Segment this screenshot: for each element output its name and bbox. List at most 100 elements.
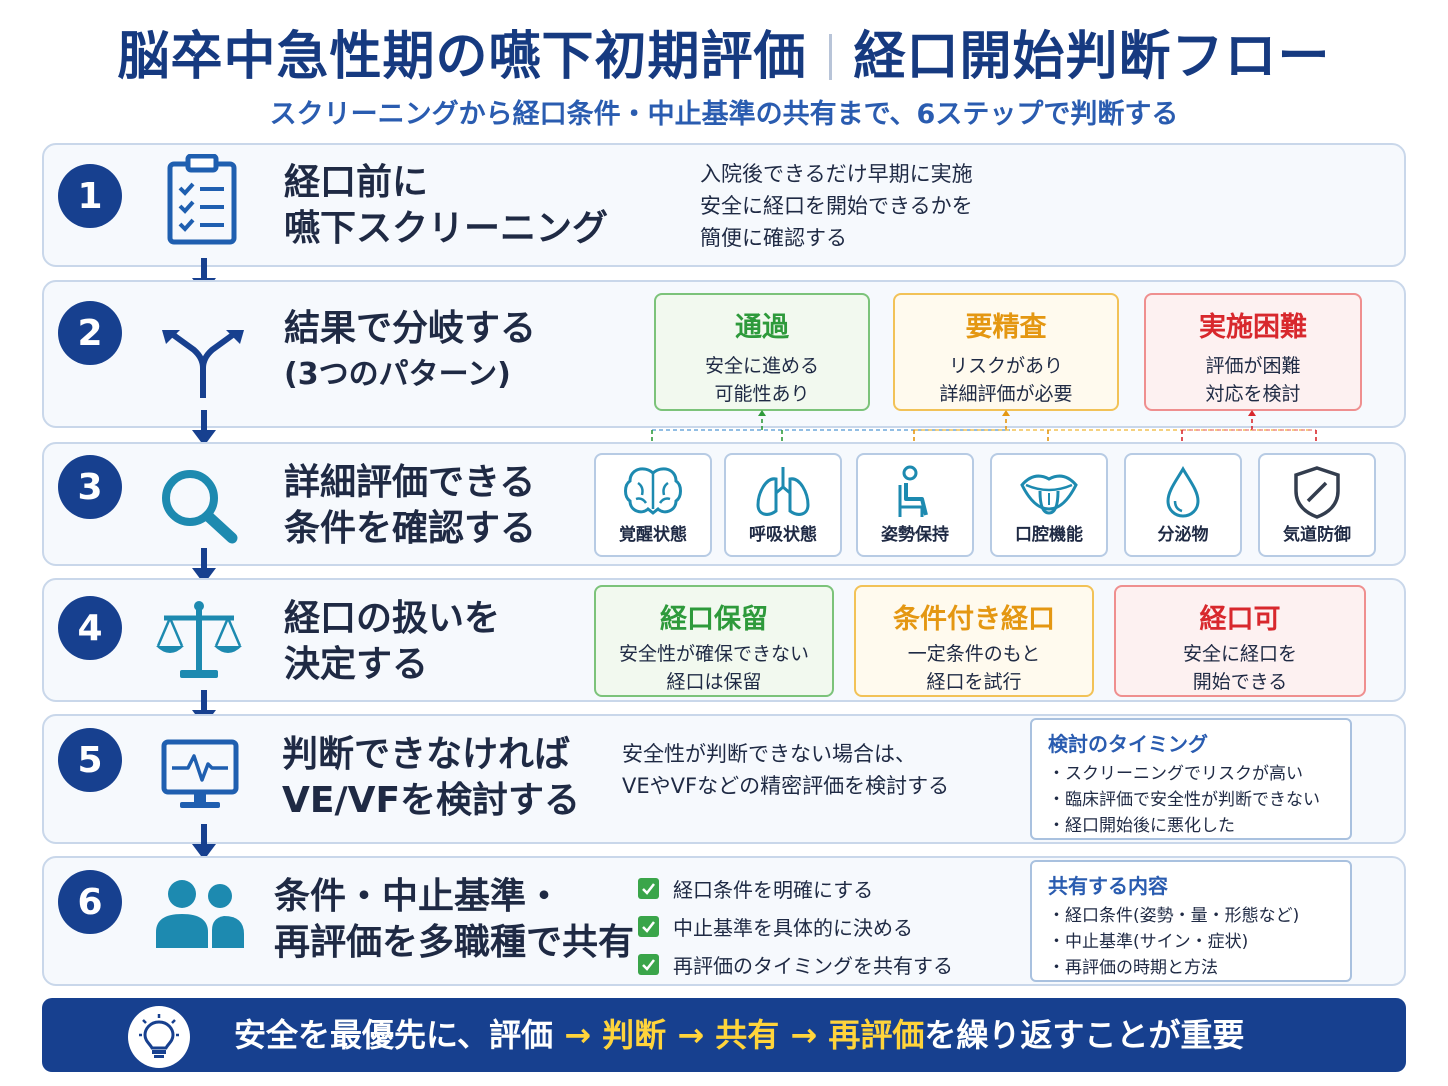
summary-flow-reevaluate: 再評価 (828, 1016, 925, 1054)
step-3-title-line-2: 条件を確認する (284, 508, 537, 549)
outcome-review-desc: リスクがあり 詳細評価が必要 (895, 352, 1117, 408)
step-2-number: 2 (58, 301, 122, 365)
decision-allowed-line-1: 安全に経口を (1182, 643, 1297, 665)
monitor-pulse-icon (160, 738, 240, 816)
flow-arrow-3-4 (192, 548, 216, 584)
step-5-desc-line-2: VEやVFなどの精密評価を検討する (622, 774, 950, 798)
step-1-desc-line-1: 入院後できるだけ早期に実施 (700, 162, 973, 186)
condition-breathing: 呼吸状態 (724, 453, 842, 557)
checklist-item-3-label: 再評価のタイミングを共有する (673, 954, 953, 978)
condition-alertness-label: 覚醒状態 (619, 525, 687, 545)
checklist-item-1: 経口条件を明確にする (638, 874, 873, 903)
condition-secretions-label: 分泌物 (1157, 525, 1209, 545)
droplet-icon (1166, 466, 1200, 518)
step-2-title-line-2: (3つのパターン) (284, 357, 511, 392)
outcome-difficult-line-1: 評価が困難 (1205, 355, 1301, 377)
outcome-pass-line-1: 安全に進める (704, 355, 819, 377)
condition-oral-function: 口腔機能 (990, 453, 1108, 557)
step-6-title-line-2: 再評価を多職種で共有 (274, 922, 635, 963)
decision-allowed-title: 経口可 (1199, 604, 1281, 635)
summary-flow-share: 共有 (715, 1016, 780, 1054)
flow-arrow-2-3 (192, 410, 216, 446)
step-6-number: 6 (58, 870, 122, 934)
checklist-item-3: 再評価のタイミングを共有する (638, 950, 953, 979)
step-3-title: 詳細評価できる 条件を確認する (284, 460, 536, 552)
flow-arrow-5-6 (192, 824, 216, 860)
seated-person-icon (898, 465, 928, 517)
step-5-title-line-1: 判断できなければ (282, 734, 571, 775)
condition-posture: 姿勢保持 (856, 453, 974, 557)
step-6-title: 条件・中止基準・ 再評価を多職種で共有 (274, 874, 634, 966)
checklist-item-2-label: 中止基準を具体的に決める (673, 916, 913, 940)
summary-banner: 安全を最優先に、評価 → 判断 → 共有 → 再評価を繰り返すことが重要 (42, 998, 1406, 1072)
decision-allowed-desc: 安全に経口を 開始できる (1116, 640, 1364, 696)
brain-icon (624, 467, 682, 515)
step-1-desc-line-3: 簡便に確認する (700, 226, 847, 250)
step-1-panel (42, 143, 1406, 267)
decision-card-allowed: 経口可 安全に経口を 開始できる (1114, 585, 1366, 697)
summary-suffix: を繰り返すことが重要 (924, 1016, 1245, 1054)
shared-content-info-box: 共有する内容 ・経口条件(姿勢・量・形態など) ・中止基準(サイン・症状) ・再… (1030, 860, 1352, 982)
step-5-number: 5 (58, 728, 122, 792)
lightbulb-icon (128, 1006, 190, 1068)
condition-secretions: 分泌物 (1124, 453, 1242, 557)
team-people-icon (154, 876, 246, 954)
decision-conditional-line-2: 経口を試行 (926, 671, 1022, 693)
timing-item-1: ・スクリーニングでリスクが高い (1048, 764, 1303, 784)
step-4-title-line-1: 経口の扱いを (284, 598, 501, 639)
step-1-desc-line-2: 安全に経口を開始できるかを (700, 194, 973, 218)
step-6-title-line-1: 条件・中止基準・ (274, 876, 563, 917)
balance-scale-icon (154, 598, 244, 686)
outcome-difficult-line-2: 対応を検討 (1205, 383, 1301, 405)
step-1-title-line-1: 経口前に (284, 162, 429, 203)
step-3-title-line-1: 詳細評価できる (284, 462, 536, 503)
decision-card-conditional: 条件付き経口 一定条件のもと 経口を試行 (854, 585, 1094, 697)
step-5-title-line-2: VE/VFを検討する (282, 780, 581, 821)
lungs-icon (756, 467, 810, 516)
condition-airway-protection: 気道防御 (1258, 453, 1376, 557)
step-5-title: 判断できなければ VE/VFを検討する (282, 732, 580, 824)
step-3-number: 3 (58, 455, 122, 519)
timing-item-2: ・臨床評価で安全性が判断できない (1048, 790, 1320, 810)
shared-content-item-1: ・経口条件(姿勢・量・形態など) (1048, 906, 1300, 926)
checkbox-checked-icon (638, 916, 659, 937)
shared-content-heading: 共有する内容 (1048, 874, 1168, 898)
clipboard-checklist-icon (166, 153, 238, 250)
summary-arrow-3: → (790, 1016, 818, 1054)
outcome-card-pass: 通過 安全に進める 可能性あり (654, 293, 870, 411)
step-5-desc-line-1: 安全性が判断できない場合は、 (622, 742, 916, 766)
shield-icon (1294, 466, 1340, 519)
outcome-review-title: 要精査 (965, 312, 1047, 343)
summary-arrow-1: → (564, 1016, 592, 1054)
condition-oral-function-label: 口腔機能 (1015, 525, 1083, 545)
checkbox-checked-icon (638, 878, 659, 899)
timing-info-box: 検討のタイミング ・スクリーニングでリスクが高い ・臨床評価で安全性が判断できな… (1030, 718, 1352, 840)
outcome-review-line-2: 詳細評価が必要 (939, 383, 1073, 405)
step-4-title-line-2: 決定する (284, 644, 429, 685)
step-2-title-line-1: 結果で分岐する (284, 308, 537, 349)
summary-arrow-2: → (677, 1016, 705, 1054)
step-4-title: 経口の扱いを 決定する (284, 596, 500, 688)
outcome-pass-title: 通過 (735, 312, 789, 343)
step-5-description: 安全性が判断できない場合は、 VEやVFなどの精密評価を検討する (622, 738, 949, 802)
outcome-card-review: 要精査 リスクがあり 詳細評価が必要 (893, 293, 1119, 411)
checklist-item-2: 中止基準を具体的に決める (638, 912, 913, 941)
magnifier-icon (158, 466, 240, 548)
summary-prefix: 安全を最優先に、 (234, 1016, 490, 1054)
step-4-number: 4 (58, 596, 122, 660)
outcome-pass-line-2: 可能性あり (714, 383, 810, 405)
decision-conditional-line-1: 一定条件のもと (907, 643, 1041, 665)
condition-alertness: 覚醒状態 (594, 453, 712, 557)
decision-hold-title: 経口保留 (660, 604, 768, 635)
outcome-difficult-desc: 評価が困難 対応を検討 (1146, 352, 1360, 408)
title-main: 脳卒中急性期の嚥下初期評価 (117, 27, 807, 87)
condition-posture-label: 姿勢保持 (881, 525, 949, 545)
step-1-number: 1 (58, 164, 122, 228)
title-divider (828, 34, 832, 80)
decision-conditional-title: 条件付き経口 (893, 604, 1055, 635)
title-flow: 経口開始判断フロー (853, 27, 1331, 87)
step-1-title: 経口前に 嚥下スクリーニング (284, 160, 608, 252)
decision-allowed-line-2: 開始できる (1192, 671, 1288, 693)
decision-hold-line-2: 経口は保留 (666, 671, 762, 693)
decision-hold-line-1: 安全性が確保できない (618, 643, 809, 665)
